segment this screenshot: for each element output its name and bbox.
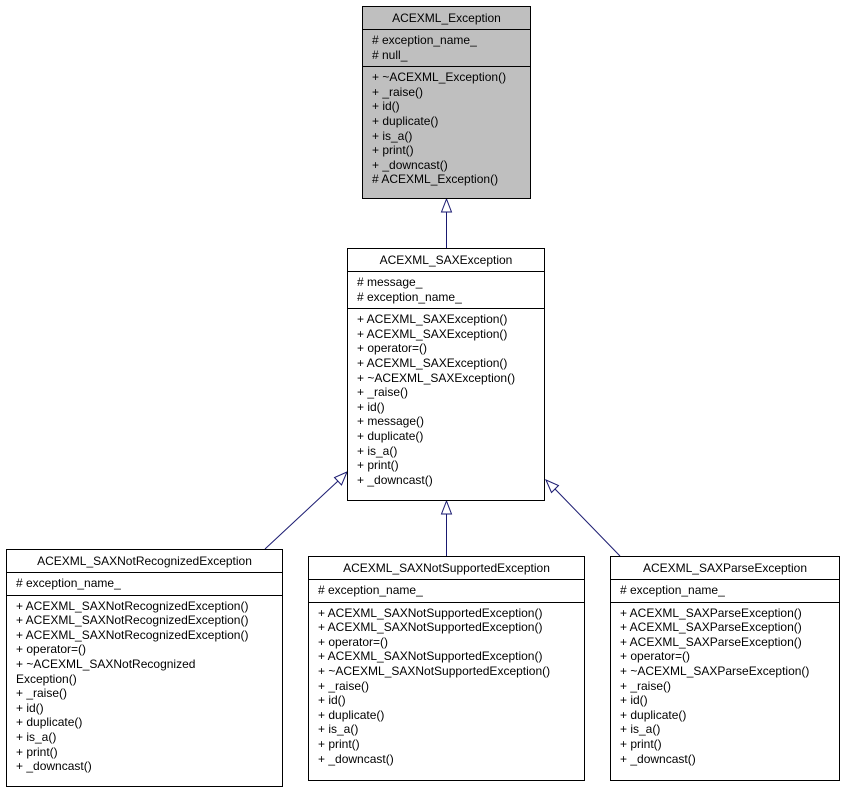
class-operation: + duplicate() — [16, 715, 83, 730]
inheritance-arrowhead — [440, 197, 453, 213]
class-box-acexml-saxnotrecognizedexception: ACEXML_SAXNotRecognizedException # excep… — [6, 549, 283, 787]
class-operation: + _raise() — [372, 84, 424, 99]
class-operations: + ~ACEXML_Exception() + _raise() + id() … — [363, 67, 530, 191]
class-attribute: # exception_name_ — [357, 289, 462, 304]
class-operation: + _raise() — [16, 686, 68, 701]
class-operation: + message() — [357, 414, 425, 429]
class-operation: + operator=() — [620, 649, 691, 664]
class-operation: + _downcast() — [372, 157, 448, 172]
class-operation: + ACEXML_SAXParseException() — [620, 605, 802, 620]
class-operation: + _downcast() — [357, 472, 433, 487]
class-attribute: # message_ — [357, 275, 423, 289]
class-operation: + ACEXML_SAXNotSupportedException() — [318, 649, 543, 664]
class-operation: + is_a() — [620, 722, 661, 737]
class-operation: + is_a() — [357, 443, 398, 458]
class-attributes: # exception_name_ — [7, 573, 282, 596]
class-name: ACEXML_SAXNotSupportedException — [309, 557, 584, 580]
class-operation: + operator=() — [318, 634, 389, 649]
class-operation: + ~ACEXML_SAXException() — [357, 370, 516, 385]
inheritance-arrowhead — [545, 479, 560, 494]
class-operation: + id() — [318, 693, 346, 708]
class-operation: + ~ACEXML_SAXNotSupportedException() — [318, 663, 551, 678]
class-box-acexml-saxexception: ACEXML_SAXException # message_ # excepti… — [347, 248, 545, 501]
class-name: ACEXML_SAXException — [348, 249, 544, 272]
class-operation: + ~ACEXML_Exception() — [372, 70, 507, 85]
class-name: ACEXML_SAXParseException — [611, 557, 839, 580]
class-operation: + _raise() — [318, 678, 370, 693]
class-operation: + ACEXML_SAXNotSupportedException() — [318, 620, 543, 635]
class-operation: + ACEXML_SAXParseException() — [620, 634, 802, 649]
class-operations: + ACEXML_SAXParseException() + ACEXML_SA… — [611, 603, 839, 771]
class-operation: + duplicate() — [620, 707, 687, 722]
class-operation: + ACEXML_SAXNotRecognizedException() — [16, 627, 249, 642]
edge-notrecognized-to-sax — [264, 480, 339, 550]
class-operation: + id() — [16, 700, 44, 715]
class-operation: + duplicate() — [357, 428, 424, 443]
class-operation: + ACEXML_SAXParseException() — [620, 620, 802, 635]
class-operations: + ACEXML_SAXException() + ACEXML_SAXExce… — [348, 309, 544, 491]
class-attribute: # exception_name_ — [372, 33, 477, 47]
class-operation: + print() — [372, 143, 414, 158]
class-attributes: # exception_name_ — [309, 580, 584, 603]
class-operation: + print() — [16, 744, 58, 759]
class-name: ACEXML_Exception — [363, 7, 530, 30]
class-operation: + duplicate() — [372, 113, 439, 128]
class-operation: + _raise() — [620, 678, 672, 693]
class-operation: + ACEXML_SAXException() — [357, 326, 508, 341]
class-operation: + operator=() — [16, 642, 87, 657]
class-attributes: # exception_name_ # null_ — [363, 30, 530, 68]
class-operation: # ACEXML_Exception() — [372, 172, 499, 187]
class-operation: + is_a() — [318, 722, 359, 737]
class-operations: + ACEXML_SAXNotRecognizedException() + A… — [7, 596, 282, 778]
class-operation: + is_a() — [372, 128, 413, 143]
class-attributes: # exception_name_ — [611, 580, 839, 603]
class-operation: + id() — [372, 99, 400, 114]
class-operation: + ACEXML_SAXNotRecognizedException() — [16, 613, 249, 628]
class-operation: + id() — [620, 693, 648, 708]
class-operation: + id() — [357, 399, 385, 414]
class-attribute: # exception_name_ — [620, 583, 725, 597]
class-operation: + ~ACEXML_SAXNotRecognized — [16, 656, 196, 671]
class-operation: + ~ACEXML_SAXParseException() — [620, 663, 810, 678]
class-operation: + print() — [318, 736, 360, 751]
edge-parse-to-sax — [554, 488, 621, 557]
inheritance-arrowhead — [333, 471, 348, 486]
class-attribute: # exception_name_ — [318, 583, 423, 597]
class-name: ACEXML_SAXNotRecognizedException — [7, 550, 282, 573]
class-operations: + ACEXML_SAXNotSupportedException() + AC… — [309, 603, 584, 771]
class-operation: + _raise() — [357, 385, 409, 400]
class-operation: Exception() — [16, 671, 77, 686]
class-operation: + ACEXML_SAXException() — [357, 355, 508, 370]
class-attribute: # null_ — [372, 47, 408, 62]
class-box-acexml-exception: ACEXML_Exception # exception_name_ # nul… — [362, 6, 531, 199]
class-operation: + print() — [357, 458, 399, 473]
class-attribute: # exception_name_ — [16, 576, 121, 590]
class-operation: + duplicate() — [318, 707, 385, 722]
class-box-acexml-saxparseexception: ACEXML_SAXParseException # exception_nam… — [610, 556, 840, 781]
class-box-acexml-saxnotsupportedexception: ACEXML_SAXNotSupportedException # except… — [308, 556, 585, 781]
class-operation: + _downcast() — [318, 751, 394, 766]
class-operation: + _downcast() — [620, 751, 696, 766]
class-operation: + ACEXML_SAXNotSupportedException() — [318, 605, 543, 620]
class-operation: + ACEXML_SAXException() — [357, 312, 508, 327]
class-operation: + print() — [620, 736, 662, 751]
class-operation: + operator=() — [357, 341, 428, 356]
class-operation: + ACEXML_SAXNotRecognizedException() — [16, 598, 249, 613]
inheritance-arrowhead — [440, 499, 453, 515]
class-attributes: # message_ # exception_name_ — [348, 272, 544, 310]
class-operation: + is_a() — [16, 729, 57, 744]
class-operation: + _downcast() — [16, 759, 92, 774]
